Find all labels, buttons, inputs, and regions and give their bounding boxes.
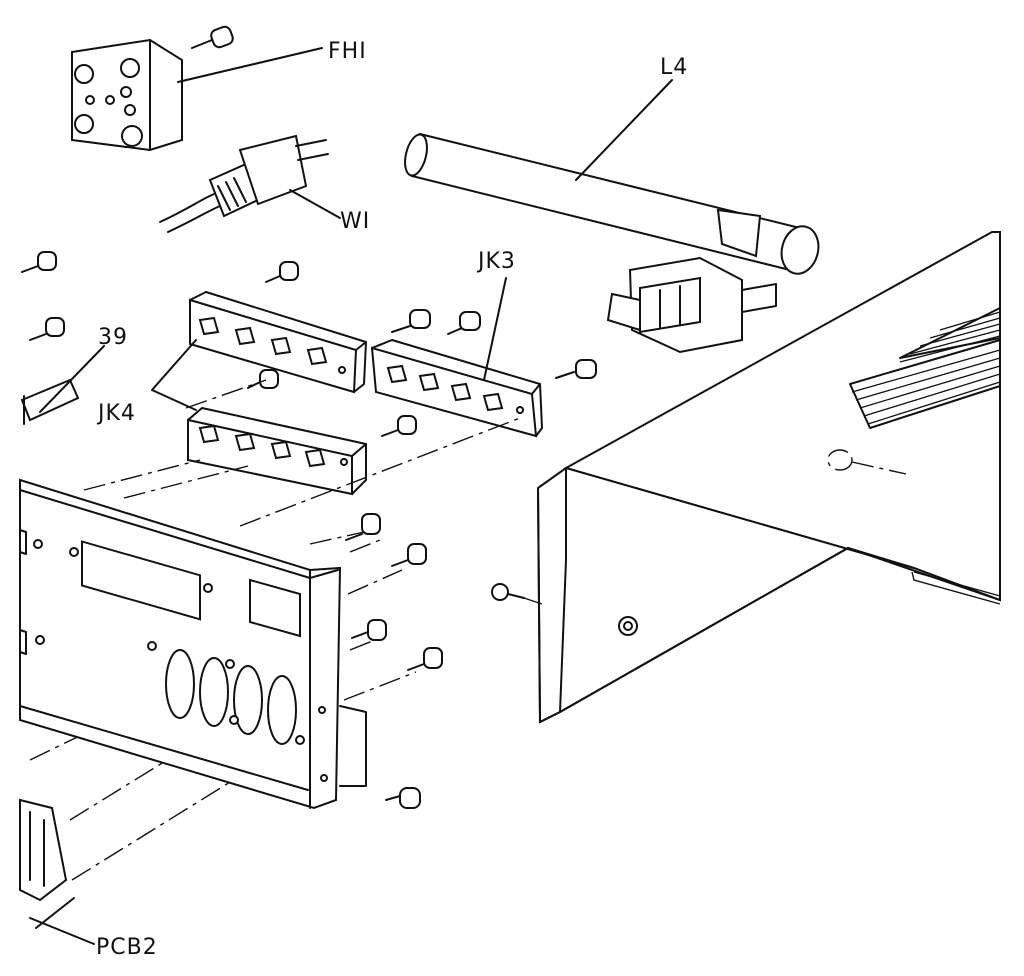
label-pcb2: PCB2 <box>96 935 158 960</box>
label-l4: L4 <box>660 55 688 80</box>
leader-pcb2 <box>29 917 95 945</box>
leader-fh1 <box>177 47 323 83</box>
connector-block <box>606 256 777 354</box>
label-jk3: JK3 <box>476 249 516 274</box>
chassis-cover <box>536 231 1001 724</box>
jack-board-jk3 <box>370 339 543 438</box>
cover-screw-dashed <box>827 449 907 475</box>
screw-cover-left <box>491 583 543 605</box>
screws-jk4-upper <box>265 261 299 283</box>
power-cord-w1 <box>159 134 329 233</box>
leader-w1 <box>289 189 341 219</box>
label-jk4: JK4 <box>96 401 136 426</box>
screws-panel-right <box>339 513 443 809</box>
label-w1: WI <box>340 209 370 234</box>
antenna-l4 <box>404 132 820 275</box>
screw-fh1 <box>191 25 234 49</box>
front-panel <box>19 478 342 810</box>
screws-left <box>21 251 65 341</box>
part-39 <box>20 378 80 425</box>
jk3-jacks <box>386 364 504 412</box>
jack-board-jk4-lower <box>187 407 367 496</box>
leader-jk3 <box>483 277 507 381</box>
fuse-holder-fh1 <box>71 38 183 152</box>
screws-jk3 <box>391 309 597 379</box>
jack-board-jk4-upper <box>189 291 367 394</box>
ventilation-slots <box>849 307 1001 429</box>
leader-l4 <box>575 79 673 181</box>
label-39: 39 <box>98 325 128 350</box>
pcb2-bracket <box>19 798 75 929</box>
leader-jk4 <box>151 339 197 411</box>
label-fh1: FHI <box>328 39 367 64</box>
leader-39 <box>39 345 105 413</box>
